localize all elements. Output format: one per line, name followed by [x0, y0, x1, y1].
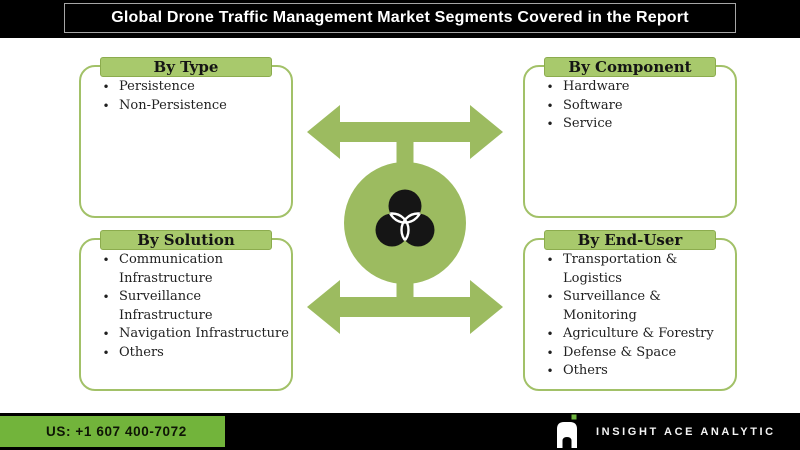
bullet-icon: •	[546, 253, 554, 267]
hub-stem-top	[396, 138, 414, 170]
bullet-icon: •	[102, 345, 110, 360]
bullet-icon: •	[102, 290, 110, 304]
bullet-icon: •	[546, 117, 554, 131]
bullet-icon: •	[546, 80, 554, 94]
list-item: •Service	[537, 115, 735, 134]
list-item: •Communication Infrastructure	[93, 251, 291, 288]
segment-box-by-component: By Component •Hardware •Software •Servic…	[523, 56, 737, 218]
segment-box-by-solution: By Solution •Communication Infrastructur…	[79, 229, 293, 391]
venn-diagram-icon	[375, 189, 435, 247]
segment-box-by-type: By Type •Persistence •Non-Persistence	[79, 56, 293, 218]
bullet-icon: •	[546, 98, 554, 113]
list-item: •Surveillance & Monitoring	[537, 288, 735, 325]
list-item: •Surveillance Infrastructure	[93, 288, 291, 325]
segment-list: •Transportation & Logistics •Surveillanc…	[525, 251, 735, 381]
bullet-icon: •	[546, 364, 554, 378]
list-item: •Hardware	[537, 78, 735, 97]
list-item: •Others	[93, 344, 291, 363]
footer-bar: US: +1 607 400-7072 INSIGHT ACE ANALYTIC	[0, 413, 800, 450]
list-item: •Non-Persistence	[93, 97, 291, 116]
segment-header-by-type: By Type	[100, 56, 272, 77]
segment-list: •Persistence •Non-Persistence	[81, 78, 291, 115]
segment-title: By Solution	[137, 230, 235, 249]
list-item: •Others	[537, 362, 735, 381]
segment-header-by-end-user: By End-User	[544, 229, 716, 250]
brand-lockup: INSIGHT ACE ANALYTIC	[556, 413, 776, 450]
segment-list: •Hardware •Software •Service	[525, 78, 735, 134]
segment-title: By Type	[153, 57, 219, 76]
phone-number: US: +1 607 400-7072	[46, 424, 187, 439]
segment-list: •Communication Infrastructure •Surveilla…	[81, 251, 291, 362]
list-item: •Navigation Infrastructure	[93, 325, 291, 344]
hub-graphic	[307, 105, 503, 334]
bullet-icon: •	[102, 80, 110, 94]
list-item: •Transportation & Logistics	[537, 251, 735, 288]
bullet-icon: •	[102, 253, 110, 267]
segment-header-by-solution: By Solution	[100, 229, 272, 250]
list-item: •Defense & Space	[537, 344, 735, 363]
segment-title: By End-User	[577, 230, 683, 249]
bullet-icon: •	[102, 327, 110, 341]
bullet-icon: •	[102, 98, 110, 113]
segment-title: By Component	[568, 57, 692, 76]
page-title: Global Drone Traffic Management Market S…	[111, 9, 689, 26]
double-arrow-bottom-icon	[307, 280, 503, 334]
segment-box-by-end-user: By End-User •Transportation & Logistics …	[523, 229, 737, 391]
segment-header-by-component: By Component	[544, 56, 716, 77]
bullet-icon: •	[546, 327, 554, 341]
double-arrow-top-icon	[307, 105, 503, 159]
list-item: •Persistence	[93, 78, 291, 97]
list-item: •Agriculture & Forestry	[537, 325, 735, 344]
brand-name: INSIGHT ACE ANALYTIC	[596, 425, 776, 438]
bullet-icon: •	[546, 345, 554, 360]
brand-logo-icon	[557, 414, 577, 448]
bullet-icon: •	[546, 290, 554, 304]
title-bar: Global Drone Traffic Management Market S…	[0, 0, 800, 38]
phone-contact: US: +1 607 400-7072	[0, 416, 225, 447]
title-frame: Global Drone Traffic Management Market S…	[64, 3, 736, 33]
list-item: •Software	[537, 97, 735, 116]
